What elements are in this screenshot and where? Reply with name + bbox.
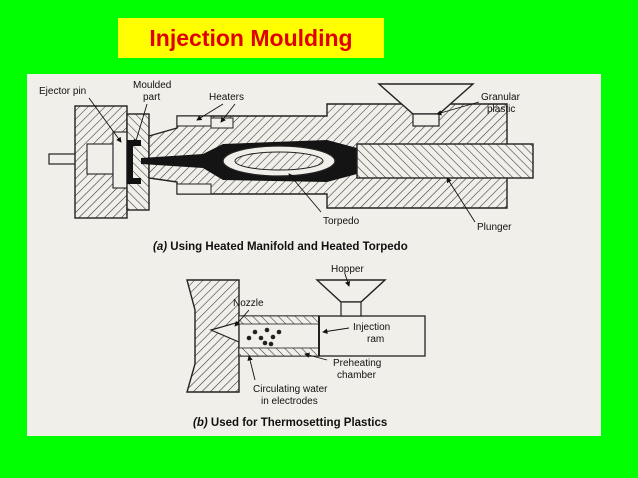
label-heaters: Heaters [209,92,244,103]
label-moulded-part-line2: part [143,92,160,103]
slide-title: Injection Moulding [149,24,353,51]
label-granular-line1: Granular [481,92,521,103]
plunger [356,143,534,179]
label-plunger: Plunger [477,222,512,233]
granules [246,327,282,347]
label-injection-line2: ram [367,334,384,345]
label-hopper: Hopper [331,264,364,275]
slide-title-box: Injection Moulding [118,18,384,58]
injection-moulding-diagram: Ejector pin Moulded part Heaters Granula… [39,80,534,429]
heater-band-1 [176,115,212,127]
moulded-part [127,140,141,184]
label-ejector-pin: Ejector pin [39,86,86,97]
injection-ram [318,315,426,357]
caption-a: (a) Using Heated Manifold and Heated Tor… [153,241,408,253]
label-nozzle: Nozzle [233,298,264,309]
label-preheating-line2: chamber [337,370,377,381]
diagram-b: Hopper Nozzle Injection ram Preheating c… [186,264,426,429]
label-torpedo: Torpedo [323,216,360,227]
diagram-a: Ejector pin Moulded part Heaters Granula… [39,80,534,253]
hopper-b [315,279,387,303]
label-preheating-line1: Preheating [333,358,381,369]
label-water-line2: in electrodes [261,396,318,407]
label-moulded-part-line1: Moulded [133,80,171,91]
mould-block-b [186,279,240,393]
caption-b-prefix: (b) [193,417,208,429]
caption-a-text: Using Heated Manifold and Heated Torpedo [167,241,408,253]
caption-a-prefix: (a) [153,241,167,253]
heater-band-2 [210,117,234,129]
ejector-plate [86,143,114,175]
diagram-figure: Ejector pin Moulded part Heaters Granula… [27,74,601,436]
label-water-line1: Circulating water [253,384,328,395]
caption-b: (b) Used for Thermosetting Plastics [193,417,387,429]
label-injection-line1: Injection [353,322,390,333]
label-granular-line2: plastic [487,104,515,115]
caption-b-text: Used for Thermosetting Plastics [208,417,388,429]
